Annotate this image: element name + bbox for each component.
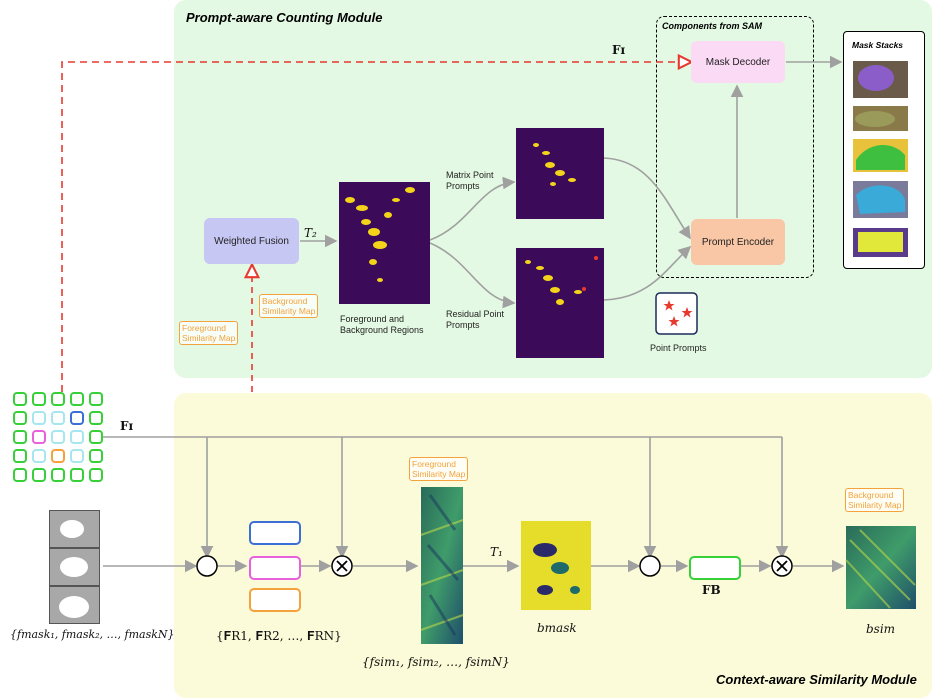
t2-label: T₂ (304, 226, 317, 240)
fg-bg-region-map (339, 182, 430, 304)
mask-decoder-node: Mask Decoder (691, 41, 785, 83)
residual-prompts-map (516, 248, 604, 358)
t1-label: T₁ (490, 545, 503, 559)
frn-feature-box (249, 588, 301, 612)
bmask-image (521, 521, 591, 610)
sam-components-box (656, 16, 814, 278)
prompt-module-title: Prompt-aware Counting Module (186, 10, 383, 25)
concat-circle-1 (196, 555, 218, 577)
bsim-label: bsim (866, 622, 896, 636)
prompt-encoder-node: Prompt Encoder (691, 219, 785, 265)
fb-label: 𝐅B (702, 583, 721, 597)
fb-feature-box (689, 556, 741, 580)
fmask-set-label: {fmask₁, fmask₂, …, fmaskN} (10, 628, 175, 641)
fg-similarity-strip (420, 487, 464, 644)
fr-set-label: {𝐅R1, 𝐅R2, …, 𝐅RN} (216, 629, 342, 643)
mask-stack-images (853, 61, 908, 257)
fr2-feature-box (249, 556, 301, 580)
similarity-module-title: Context-aware Similarity Module (716, 672, 917, 687)
fi-bottom-label: 𝐅ɪ (120, 419, 134, 433)
sam-components-title: Components from SAM (662, 21, 762, 31)
bmask-label: bmask (537, 621, 577, 635)
fr1-feature-box (249, 521, 301, 545)
concat-circle-2 (639, 555, 661, 577)
fi-to-decoder-dashed-line (61, 62, 690, 392)
bsim-image (845, 526, 916, 609)
point-prompts-label: Point Prompts (650, 343, 707, 353)
fsim-set-label: {fsim₁, fsim₂, …, fsimN} (362, 655, 510, 669)
matrix-prompts-map (516, 128, 604, 219)
weighted-fusion-node: Weighted Fusion (204, 218, 299, 264)
mask-stacks-title: Mask Stacks (852, 40, 904, 50)
fi-top-label: 𝐅ɪ (612, 43, 626, 57)
point-prompts-icon (655, 292, 698, 335)
